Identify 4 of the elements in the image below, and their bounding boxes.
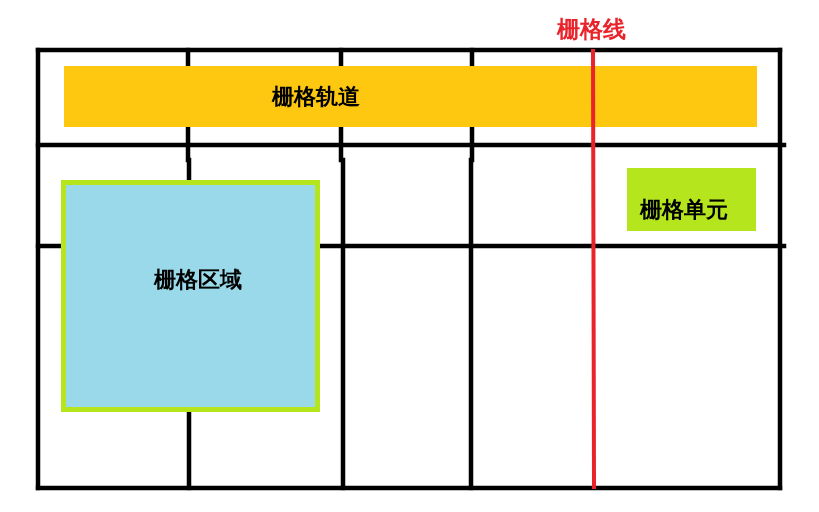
- area-box: 栅格区域: [61, 180, 320, 412]
- track-band: 栅格轨道: [64, 66, 757, 127]
- grid-line-label: 栅格线: [557, 18, 626, 42]
- cell-box: 栅格单元: [627, 168, 756, 231]
